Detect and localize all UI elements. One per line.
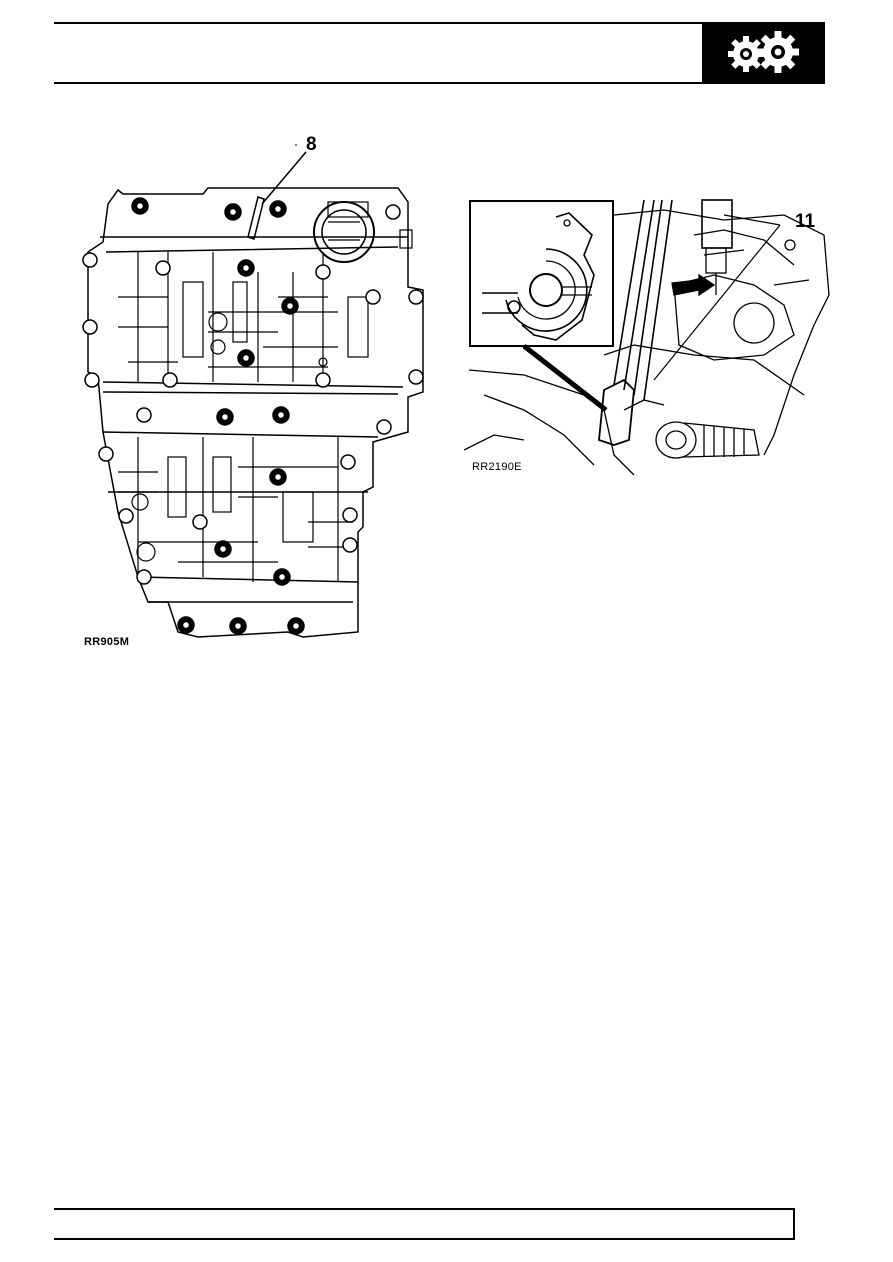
header-bottom-rule [54,82,702,84]
callout-11: 11 [795,211,816,232]
footer-frame [54,1208,795,1240]
callout-8: 8 [306,134,317,155]
section-badge [702,22,825,84]
figure-code-right: RR2190E [472,461,522,473]
gears-icon [728,31,799,73]
valve-body-illustration [78,132,430,652]
figure-code-left: RR905M [84,636,130,648]
header-top-rule [54,22,825,24]
selector-illustration [463,195,834,485]
